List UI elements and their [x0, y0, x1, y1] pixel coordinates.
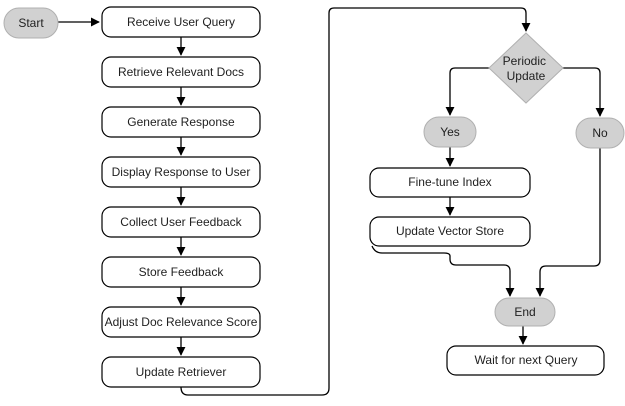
- wait-label: Wait for next Query: [475, 353, 578, 367]
- node-retrieve-relevant-docs: Retrieve Relevant Docs: [101, 56, 261, 88]
- node-adjust-doc-relevance: Adjust Doc Relevance Score: [101, 306, 261, 338]
- node-collect-user-feedback: Collect User Feedback: [101, 206, 261, 238]
- update-retriever-shape: [101, 356, 261, 388]
- update-vector-shape: [369, 216, 531, 247]
- start-shape: [3, 7, 59, 39]
- generate-label: Generate Response: [127, 115, 235, 129]
- retrieve-label: Retrieve Relevant Docs: [118, 65, 244, 79]
- node-start: Start: [3, 7, 59, 39]
- update-vector-label: Update Vector Store: [396, 224, 504, 238]
- generate-shape: [101, 106, 261, 138]
- node-generate-response: Generate Response: [101, 106, 261, 138]
- receive-shape: [101, 6, 261, 38]
- edge-periodic-no: [563, 67, 605, 117]
- finetune-shape: [369, 167, 531, 198]
- edge-periodic-yes: [445, 67, 489, 116]
- edge-updatevector-end: [371, 245, 515, 297]
- end-shape: [494, 297, 556, 327]
- collect-label: Collect User Feedback: [120, 215, 242, 229]
- yes-label: Yes: [440, 125, 460, 139]
- store-feedback-shape: [101, 256, 261, 288]
- edge-updateretriever-periodic: [180, 7, 531, 396]
- node-end: End: [494, 297, 556, 327]
- adjust-shape: [101, 306, 261, 338]
- wait-shape: [446, 345, 605, 376]
- adjust-label: Adjust Doc Relevance Score: [105, 315, 258, 329]
- node-store-feedback: Store Feedback: [101, 256, 261, 288]
- receive-label: Receive User Query: [127, 15, 235, 29]
- display-label: Display Response to User: [112, 165, 251, 179]
- node-update-retriever: Update Retriever: [101, 356, 261, 388]
- periodic-update-label: Periodic Update: [503, 54, 550, 83]
- update-retriever-label: Update Retriever: [136, 365, 227, 379]
- display-shape: [101, 156, 261, 188]
- node-update-vector-store: Update Vector Store: [369, 216, 531, 247]
- edge-no-end: [535, 148, 601, 297]
- no-label: No: [592, 126, 608, 140]
- start-label: Start: [18, 16, 44, 30]
- periodic-update-shape: [488, 32, 564, 104]
- node-receive-user-query: Receive User Query: [101, 6, 261, 38]
- store-feedback-label: Store Feedback: [139, 265, 225, 279]
- retrieve-shape: [101, 56, 261, 88]
- node-periodic-update-decision: Periodic Update: [488, 32, 564, 104]
- collect-shape: [101, 206, 261, 238]
- yes-shape: [423, 116, 477, 148]
- node-display-response: Display Response to User: [101, 156, 261, 188]
- finetune-label: Fine-tune Index: [408, 175, 491, 189]
- node-yes: Yes: [423, 116, 477, 148]
- node-wait-for-next-query: Wait for next Query: [446, 345, 605, 376]
- end-label: End: [514, 305, 535, 319]
- node-finetune-index: Fine-tune Index: [369, 167, 531, 198]
- node-no: No: [575, 117, 625, 149]
- no-shape: [575, 117, 625, 149]
